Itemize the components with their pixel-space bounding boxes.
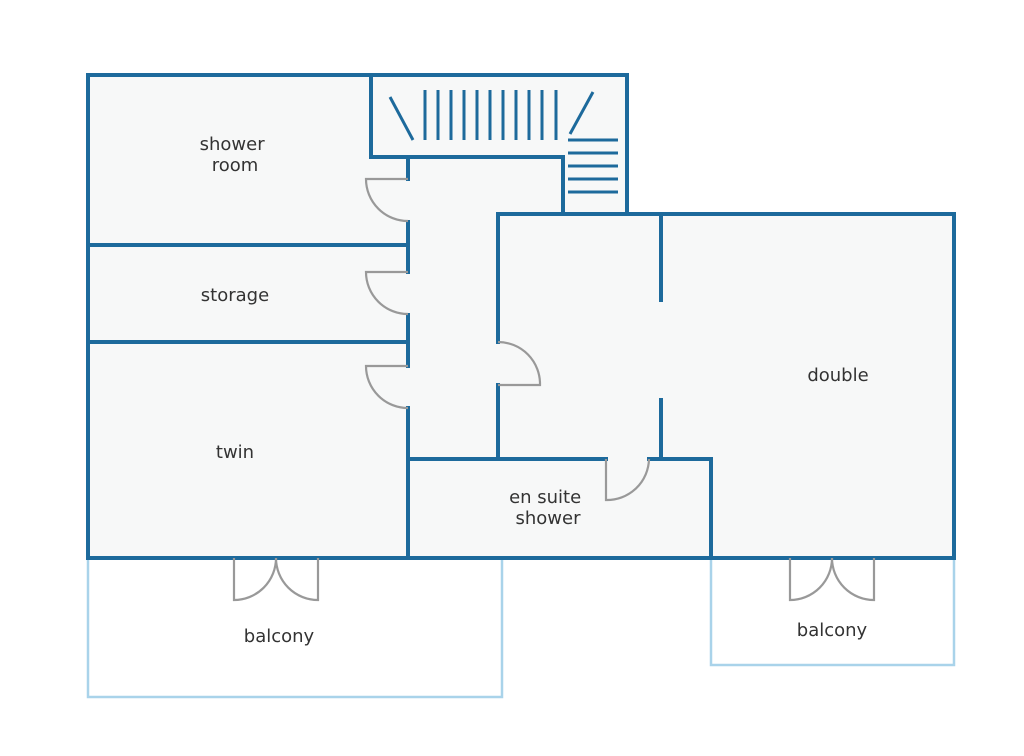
door-balcony-left xyxy=(232,557,320,602)
walls xyxy=(86,73,956,560)
label-shower-room: shower room xyxy=(200,134,271,176)
wall xyxy=(647,457,713,560)
balconies xyxy=(86,558,956,699)
door-en-suite xyxy=(604,458,651,502)
label-shower-room-line1: shower xyxy=(200,134,266,155)
door-double-lobby xyxy=(497,340,542,387)
door-balcony-right xyxy=(788,557,876,602)
floor-hallway xyxy=(408,157,498,459)
label-storage: storage xyxy=(201,285,269,306)
label-shower-room-line2: room xyxy=(212,155,259,176)
stair-tread xyxy=(568,91,595,135)
label-en-suite-line1: en suite xyxy=(509,487,581,508)
floor-twin xyxy=(88,342,408,557)
floor-storage xyxy=(88,245,408,342)
wall xyxy=(369,73,565,216)
label-balcony-left: balcony xyxy=(244,626,315,647)
door-shower-room xyxy=(364,177,409,223)
staircase xyxy=(388,90,618,194)
label-balcony-right: balcony xyxy=(797,620,868,641)
room-labels: shower room storage twin en suite shower… xyxy=(200,134,869,647)
label-en-suite: en suite shower xyxy=(509,487,587,529)
wall xyxy=(86,73,956,560)
label-twin: twin xyxy=(216,442,254,463)
floor-en-suite xyxy=(408,459,711,558)
wall xyxy=(496,212,629,344)
balcony-left-rail xyxy=(86,558,504,699)
door-storage xyxy=(364,270,409,316)
doors xyxy=(232,177,876,602)
floor-stairwell xyxy=(371,75,627,157)
door-twin xyxy=(364,364,409,410)
label-en-suite-line2: shower xyxy=(516,508,582,529)
balcony-right-rail xyxy=(709,558,956,667)
floor-shower-room xyxy=(88,75,408,245)
floor-double-lobby xyxy=(498,214,661,459)
label-double: double xyxy=(807,365,868,386)
stair-tread xyxy=(388,96,415,141)
